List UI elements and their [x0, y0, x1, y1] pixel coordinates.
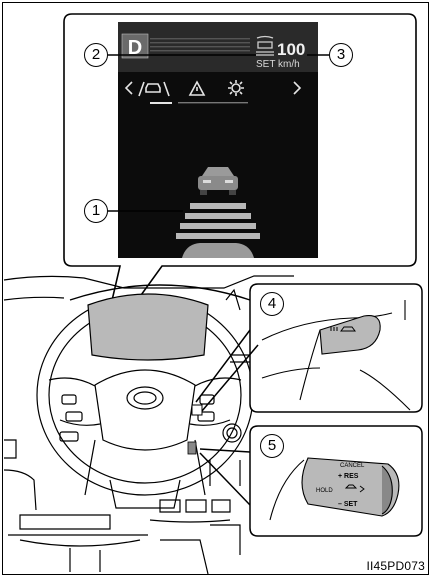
- hold-label: HOLD: [316, 488, 333, 494]
- cruise-lever: [188, 442, 196, 454]
- figure-id: II45PD073: [366, 559, 425, 573]
- set-speed-unit: SET km/h: [256, 59, 300, 70]
- cancel-label: CANCEL: [340, 463, 365, 469]
- res-label: + RES: [338, 473, 359, 480]
- callout-2: 2: [84, 43, 108, 67]
- own-vehicle-icon: [182, 243, 254, 258]
- meter-cluster: [88, 294, 208, 360]
- callout-1: 1: [84, 199, 108, 223]
- callout-5: 5: [260, 434, 284, 458]
- callout-3: 3: [329, 43, 353, 67]
- set-label: – SET: [338, 501, 358, 508]
- set-speed-value: 100: [277, 40, 305, 59]
- callout-4: 4: [260, 292, 284, 316]
